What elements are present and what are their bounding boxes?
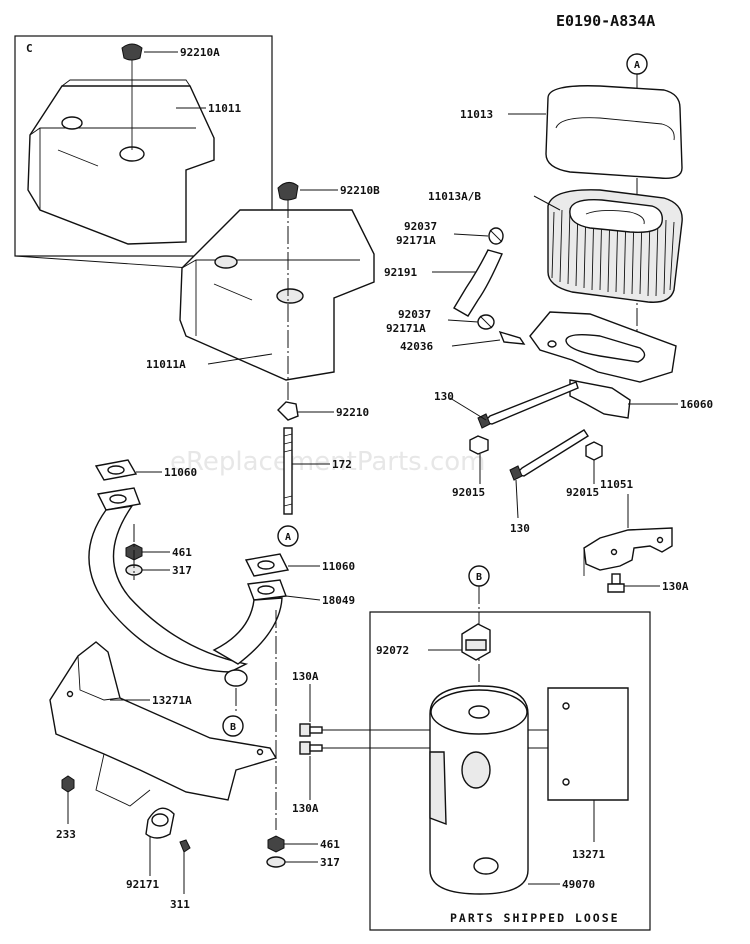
label-11011: 11011 — [208, 102, 241, 115]
label-11011A: 11011A — [146, 358, 186, 371]
label-172: 172 — [332, 458, 352, 471]
label-92191: 92191 — [384, 266, 417, 279]
bolt-130-b — [509, 429, 589, 481]
label-92171A-upper: 92171A — [396, 234, 436, 247]
parts-shipped-loose-note: PARTS SHIPPED LOOSE — [450, 911, 620, 925]
fitting-42036 — [498, 330, 526, 345]
label-42036: 42036 — [400, 340, 433, 353]
label-92037-upper: 92037 — [404, 220, 437, 233]
label-11013AB: 11013A/B — [428, 190, 481, 203]
label-317-upper: 317 — [172, 564, 192, 577]
screw-311 — [179, 839, 191, 853]
element-cover-11013 — [545, 85, 683, 179]
exhaust-pipe-18049 — [88, 487, 287, 687]
gasket-11060-lower — [244, 553, 290, 577]
label-92210B: 92210B — [340, 184, 380, 197]
label-92037-lower: 92037 — [398, 308, 431, 321]
label-92015-a: 92015 — [452, 486, 485, 499]
label-11060-upper: 11060 — [164, 466, 197, 479]
muffler-49070 — [429, 685, 529, 895]
label-311: 311 — [170, 898, 190, 911]
inset-cover-11011 — [27, 79, 215, 245]
label-130-a: 130 — [434, 390, 454, 403]
label-92171A-lower: 92171A — [386, 322, 426, 335]
label-92210A: 92210A — [180, 46, 220, 59]
main-cover-11011A — [179, 209, 375, 381]
watermark: eReplacementParts.com — [170, 447, 486, 477]
nut-233 — [61, 775, 75, 793]
label-233: 233 — [56, 828, 76, 841]
washer-317-lower — [266, 856, 286, 868]
plate-13271A — [49, 641, 278, 807]
label-461-lower: 461 — [320, 838, 340, 851]
label-317-lower: 317 — [320, 856, 340, 869]
main-cap-92210B — [277, 182, 299, 400]
label-130A-bracket: 130A — [662, 580, 689, 593]
callout-a-lower — [277, 525, 299, 547]
clamp-92037-upper — [488, 227, 504, 245]
label-130A-upper: 130A — [292, 670, 319, 683]
stud-172 — [283, 427, 293, 515]
nut-92015-b — [585, 441, 603, 461]
gasket-11060-upper — [94, 459, 138, 481]
callout-a-lower-text: A — [285, 532, 291, 543]
label-13271: 13271 — [572, 848, 605, 861]
bolt-130-a — [477, 381, 579, 429]
label-11051: 11051 — [600, 478, 633, 491]
label-92072: 92072 — [376, 644, 409, 657]
label-11060-lower: 11060 — [322, 560, 355, 573]
nut-461-lower — [267, 835, 285, 853]
label-461-upper: 461 — [172, 546, 192, 559]
label-16060: 16060 — [680, 398, 713, 411]
loose-parts-box — [369, 611, 651, 931]
clamp-92171 — [145, 807, 175, 839]
bolt-130A-lower — [299, 741, 323, 755]
label-49070: 49070 — [562, 878, 595, 891]
bolt-130A-upper — [299, 723, 323, 737]
hose-92191 — [453, 249, 503, 317]
element-11013AB — [547, 189, 683, 303]
label-92015-b: 92015 — [566, 486, 599, 499]
inset-box — [14, 35, 273, 257]
inset-cap-92210A — [121, 43, 143, 150]
base-16060 — [529, 311, 677, 419]
callout-b-upper-text: B — [476, 572, 482, 583]
callout-b-lower-text: B — [230, 722, 236, 733]
label-18049: 18049 — [322, 594, 355, 607]
inset-label: C — [26, 42, 33, 55]
nut-92210 — [277, 401, 299, 421]
label-130-b: 130 — [510, 522, 530, 535]
label-92171: 92171 — [126, 878, 159, 891]
callout-b-lower — [222, 715, 244, 737]
bolt-130A-bracket — [607, 573, 625, 593]
bracket-11051 — [583, 527, 673, 576]
nut-92015-a — [469, 435, 489, 455]
label-13271A: 13271A — [152, 694, 192, 707]
label-11013: 11013 — [460, 108, 493, 121]
callout-a-upper-text: A — [634, 60, 640, 71]
clamp-92037-lower — [477, 314, 495, 330]
diagram-id: E0190-A834A — [556, 12, 655, 30]
label-130A-lower: 130A — [292, 802, 319, 815]
clamp-92072 — [461, 623, 491, 661]
plate-13271 — [547, 687, 629, 801]
label-92210: 92210 — [336, 406, 369, 419]
